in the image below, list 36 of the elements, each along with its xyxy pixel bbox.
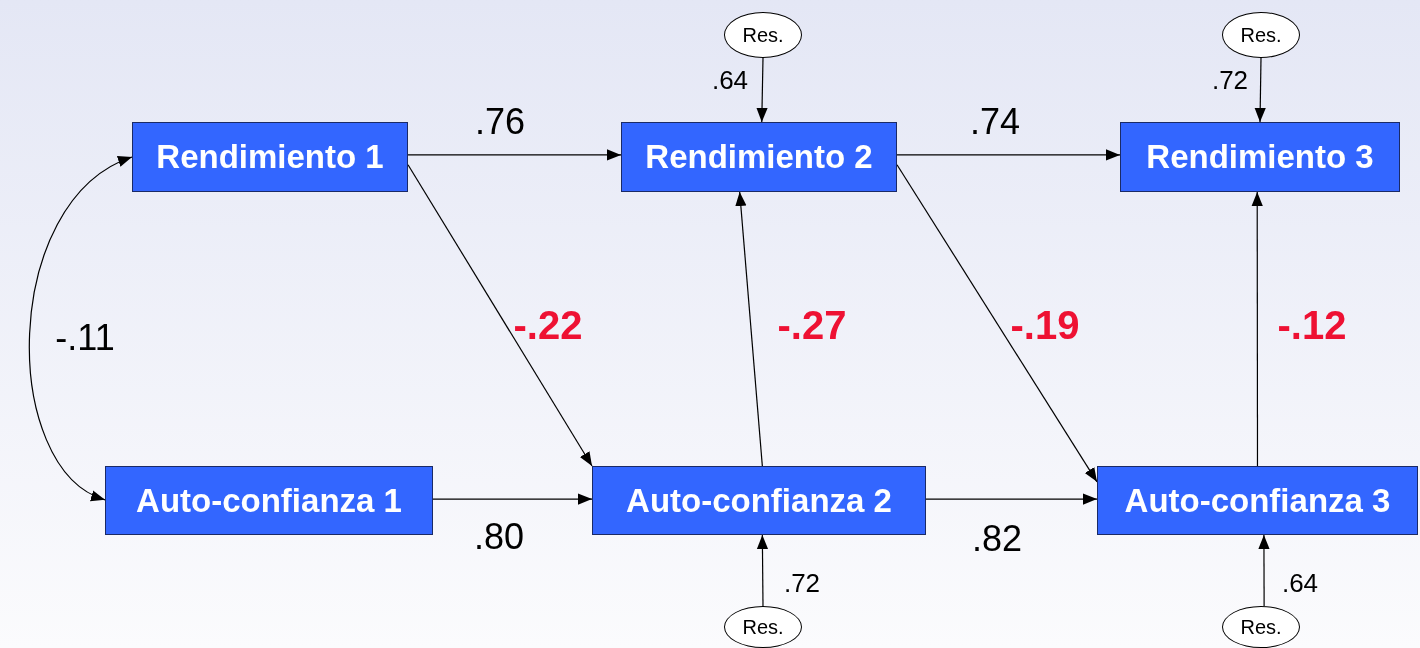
variable-box: Rendimiento 1: [132, 122, 408, 192]
variable-box: Auto-confianza 1: [105, 466, 433, 535]
edge-label: .80: [474, 519, 524, 555]
arrow: [1254, 57, 1266, 123]
arrow: [735, 191, 763, 467]
edge-label: -.27: [777, 305, 847, 345]
edge-label: -.11: [55, 320, 115, 356]
residual-ellipse: Res.: [724, 606, 802, 648]
edge-label: .64: [1281, 570, 1319, 596]
variable-box: Rendimiento 3: [1120, 122, 1400, 192]
residual-ellipse: Res.: [1222, 606, 1300, 648]
variable-box: Auto-confianza 2: [592, 466, 926, 535]
edge-label: -.22: [513, 305, 583, 345]
edge-label: -.12: [1277, 305, 1347, 345]
arrow: [407, 149, 622, 161]
edge-label: -.19: [1010, 305, 1080, 345]
edge-label: .64: [711, 67, 749, 93]
residual-ellipse: Res.: [724, 12, 802, 58]
arrow: [432, 493, 593, 505]
curved-double-arrow: [29, 156, 133, 501]
edge-label: .74: [970, 104, 1020, 140]
arrow: [756, 57, 768, 123]
arrow: [896, 164, 1098, 483]
edge-label: .72: [1211, 67, 1249, 93]
arrow: [896, 149, 1121, 161]
arrow: [407, 164, 593, 467]
variable-box: Auto-confianza 3: [1097, 466, 1418, 535]
arrow: [1251, 191, 1263, 467]
edge-label: .72: [783, 570, 821, 596]
arrow: [756, 534, 769, 607]
edge-label: .82: [972, 521, 1022, 557]
residual-ellipse: Res.: [1222, 12, 1300, 58]
arrow: [1258, 534, 1270, 607]
arrow: [925, 493, 1098, 505]
variable-box: Rendimiento 2: [621, 122, 897, 192]
edge-label: .76: [475, 104, 525, 140]
